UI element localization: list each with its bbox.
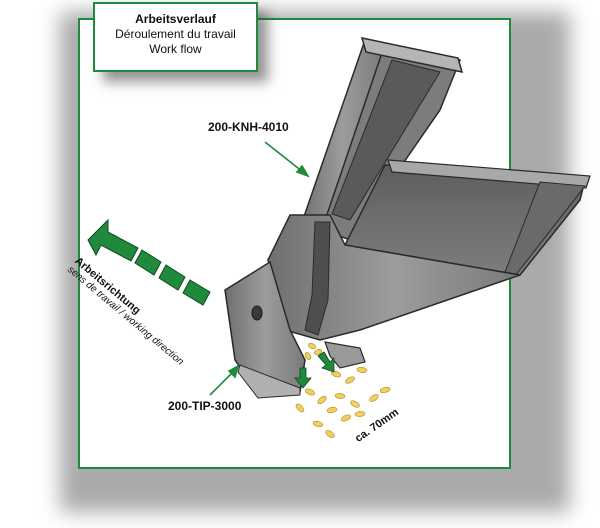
seed bbox=[308, 342, 316, 350]
seed bbox=[369, 394, 379, 402]
housing-seam bbox=[304, 221, 331, 336]
tip-part-label: 200-TIP-3000 bbox=[168, 399, 242, 413]
wing-plate-rim bbox=[387, 159, 591, 189]
seed bbox=[304, 352, 312, 360]
tube-top-lip bbox=[360, 37, 464, 73]
knh-leader-line bbox=[264, 141, 304, 173]
seed bbox=[317, 395, 327, 405]
seed bbox=[379, 386, 391, 394]
flow-arrow-icon bbox=[294, 367, 312, 389]
knh-leader-arrowhead-icon bbox=[295, 164, 310, 178]
tip-bolt-hole bbox=[251, 305, 263, 321]
seed bbox=[312, 420, 324, 428]
direction-arrow-block-2 bbox=[158, 264, 186, 291]
seed-group bbox=[295, 342, 391, 438]
seed bbox=[305, 388, 315, 396]
seed bbox=[341, 414, 351, 422]
knh-part-illustration bbox=[267, 37, 591, 341]
direction-arrow-head bbox=[87, 218, 139, 262]
title-box: Arbeitsverlauf Déroulement du travail Wo… bbox=[93, 2, 258, 72]
tube-inner-channel bbox=[331, 59, 441, 221]
seed bbox=[326, 406, 338, 414]
direction-arrow-block-1 bbox=[134, 249, 162, 276]
tip-leader-line bbox=[209, 371, 234, 396]
seed bbox=[330, 370, 342, 378]
direction-arrow-block-3 bbox=[182, 279, 211, 306]
seed bbox=[356, 366, 368, 374]
seed bbox=[334, 393, 346, 399]
seed bbox=[354, 411, 366, 417]
seed bbox=[325, 430, 335, 438]
tip-part-illustration bbox=[224, 260, 366, 399]
tip-plate-lower-edge bbox=[237, 364, 301, 399]
title-german: Arbeitsverlauf bbox=[135, 12, 216, 26]
tip-right-flange bbox=[324, 341, 366, 369]
seed bbox=[350, 400, 360, 408]
leader-lines bbox=[209, 141, 310, 396]
title-english: Work flow bbox=[149, 42, 202, 56]
flow-arrows bbox=[294, 351, 335, 389]
seed bbox=[345, 376, 355, 384]
knh-part-label: 200-KNH-4010 bbox=[208, 120, 289, 134]
flow-arrow-icon bbox=[317, 351, 335, 373]
direction-arrow bbox=[87, 218, 211, 306]
tip-leader-arrowhead-icon bbox=[227, 364, 240, 379]
seed bbox=[295, 403, 305, 413]
title-french: Déroulement du travail bbox=[115, 27, 236, 41]
seed bbox=[313, 349, 323, 355]
